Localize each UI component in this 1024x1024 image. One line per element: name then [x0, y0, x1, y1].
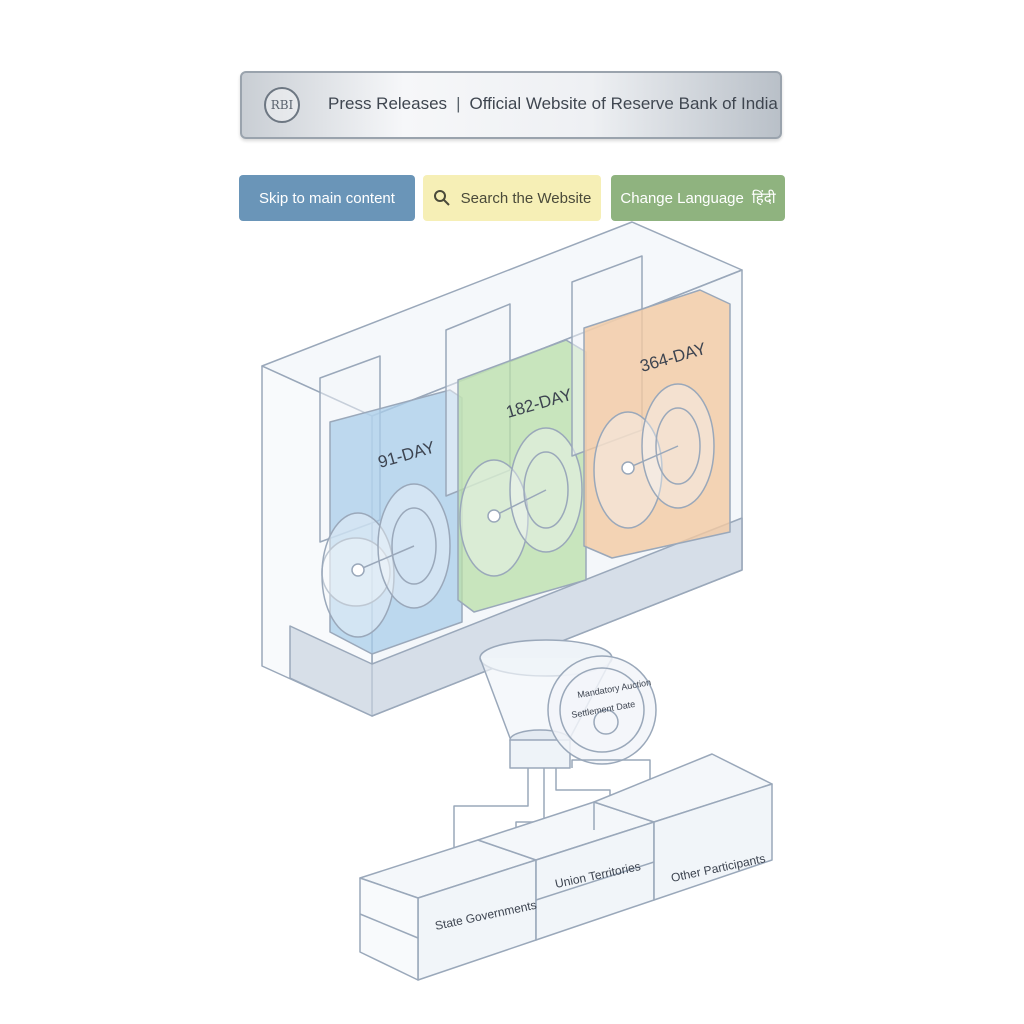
bin-182-day: [445, 303, 587, 613]
change-language-label: Change Language: [620, 189, 744, 207]
title-site: Official Website of Reserve Bank of Indi…: [469, 94, 778, 113]
title-separator: |: [456, 94, 461, 113]
change-language-button[interactable]: Change Language हिंदी: [611, 175, 785, 221]
site-title-bar: RBI Press Releases | Official Website of R…: [240, 71, 782, 139]
auction-hub: [547, 655, 657, 765]
skip-to-main-button[interactable]: Skip to main content: [239, 175, 415, 221]
output-state-box: [359, 839, 537, 981]
search-website-button[interactable]: Search the Website: [423, 175, 601, 221]
page-title: Press Releases | Official Website of Reser…: [328, 94, 778, 114]
bin-364-day: [571, 255, 731, 559]
skip-to-main-label: Skip to main content: [259, 189, 395, 207]
language-hindi-label: हिंदी: [751, 190, 776, 207]
title-section: Press Releases: [328, 94, 448, 113]
search-icon: [433, 189, 451, 207]
bin-91-day: [319, 355, 463, 655]
rbi-logo: RBI: [264, 87, 300, 123]
search-website-label: Search the Website: [460, 189, 592, 207]
output-other-box: [593, 753, 773, 901]
